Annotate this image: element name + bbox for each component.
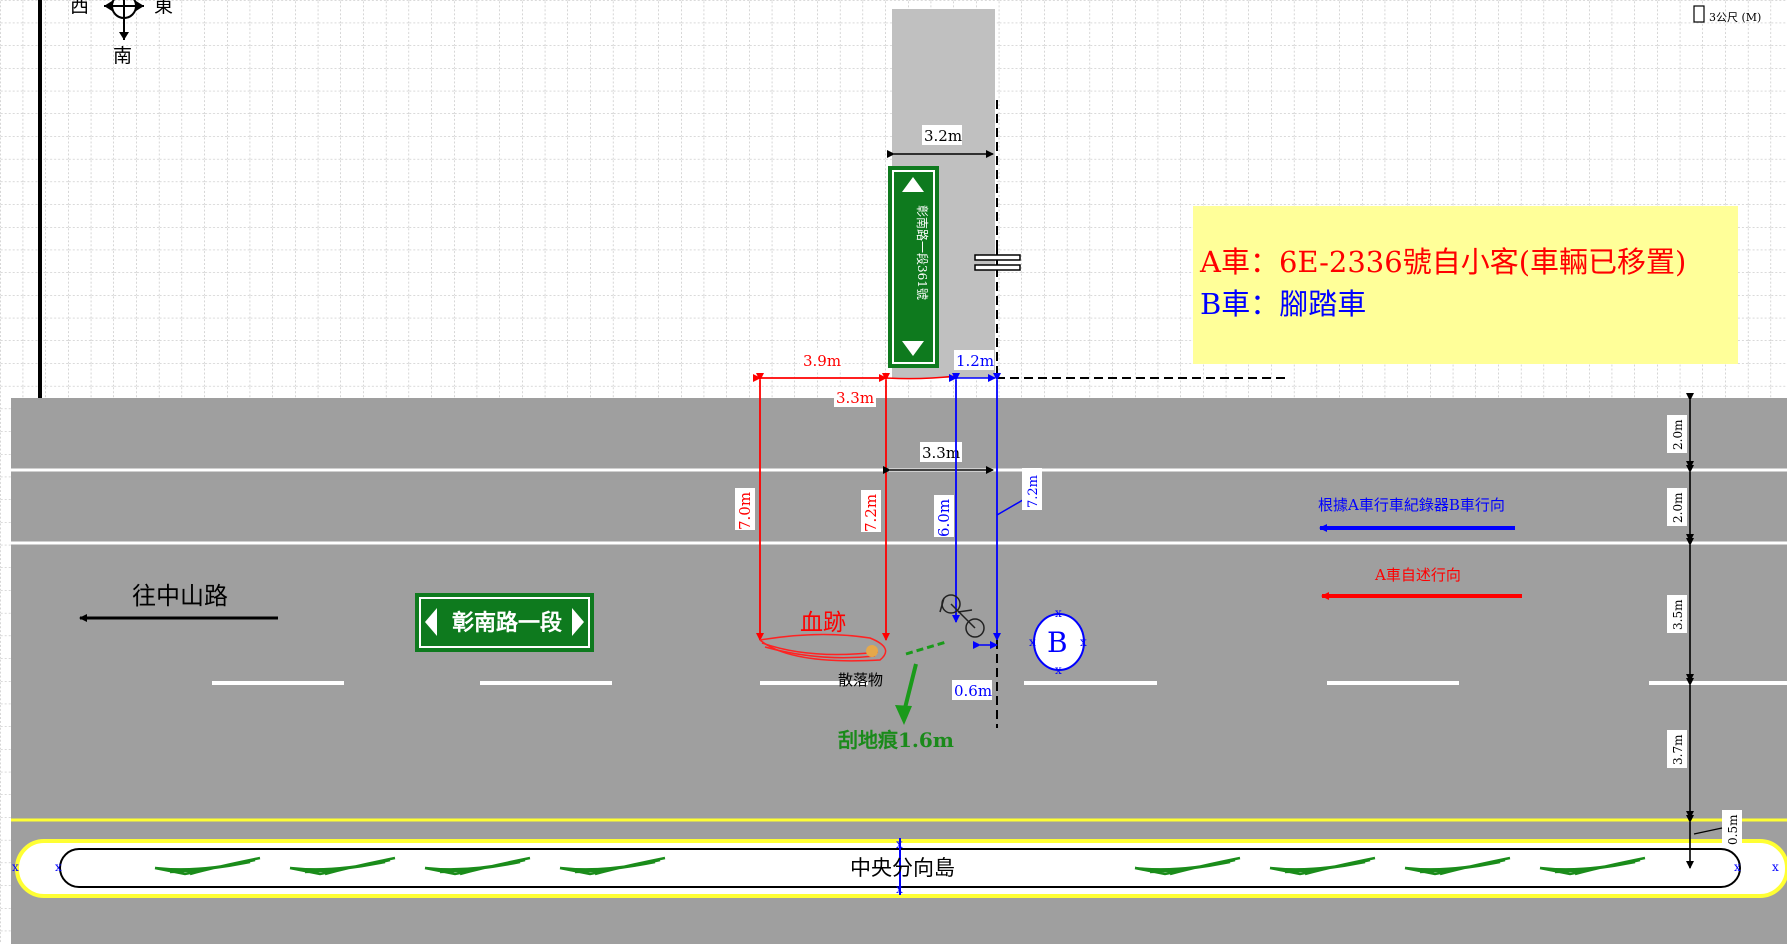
legend-box (1193, 206, 1738, 364)
legend-car-a: A車：6E-2336號自小客(車輛已移置) (1199, 245, 1686, 279)
dim-7-2-red-label: 7.2m (862, 494, 880, 532)
road-name-sign: 彰南路一段 (415, 593, 594, 652)
legend-car-b: B車：腳踏車 (1200, 287, 1366, 321)
scrape-label: 刮地痕1.6m (838, 728, 954, 752)
lane-width-5: 0.5m (1726, 814, 1740, 845)
house-number-sign: 彰南路一段361號 (888, 166, 939, 368)
svg-text:x: x (1055, 606, 1062, 620)
lane-width-2: 2.0m (1671, 492, 1685, 523)
svg-text:x: x (1772, 860, 1779, 874)
bicycle-icon (939, 594, 985, 638)
compass-rose: 西 東 南 (70, 0, 173, 67)
scale-note: 3公尺 (M) (1709, 11, 1761, 24)
dim-3-3-red-label: 3.3m (836, 389, 874, 407)
compass-south-label: 南 (113, 45, 132, 67)
dim-0-6-label: 0.6m (954, 682, 992, 700)
dim-6-0-label: 6.0m (935, 499, 953, 537)
svg-text:x: x (1055, 663, 1062, 677)
dim-7-0-label: 7.0m (736, 492, 754, 530)
dim-3-3-black-label: 3.3m (922, 444, 960, 462)
svg-text:x: x (12, 860, 19, 874)
svg-text:x: x (896, 837, 903, 851)
to-zhongshan-label: 往中山路 (132, 582, 228, 610)
scrape-dash (905, 640, 947, 656)
lane-width-1: 2.0m (1671, 419, 1685, 450)
road-sign-left-arrow-icon (425, 608, 437, 636)
b-marker-label: B (1047, 626, 1068, 659)
dim-7-2-blue-label: 7.2m (1026, 475, 1041, 508)
blood-stain (759, 633, 887, 662)
median-end-markers: x x x x x x (12, 837, 1779, 896)
lane-width-3: 3.5m (1671, 599, 1685, 630)
svg-text:x: x (1080, 635, 1087, 649)
sign-down-arrow-icon (902, 341, 924, 356)
house-number-text: 彰南路一段361號 (915, 205, 930, 300)
bicycle-b-marker: B x x x x (1029, 606, 1087, 677)
direction-a-label: A車自述行向 (1374, 566, 1461, 584)
dim-3-2-label: 3.2m (924, 127, 962, 145)
road-sign-label: 彰南路一段 (452, 610, 562, 636)
svg-text:x: x (55, 860, 62, 874)
debris-label: 散落物 (838, 671, 883, 689)
svg-text:x: x (896, 882, 903, 896)
median-label: 中央分向島 (850, 856, 955, 880)
scrape-arrow (902, 663, 918, 713)
svg-text:x: x (1734, 860, 1741, 874)
lane-width-4: 3.7m (1671, 734, 1685, 765)
direction-b-label: 根據A車行車紀錄器B車行向 (1318, 496, 1505, 514)
median-shrubs (154, 856, 1646, 876)
compass-east-label: 東 (154, 0, 173, 17)
blood-label: 血跡 (800, 610, 846, 636)
debris-dot (866, 645, 878, 657)
compass-west-label: 西 (70, 0, 89, 17)
scale-icon (1693, 5, 1705, 23)
sign-up-arrow-icon (902, 177, 924, 192)
svg-text:x: x (1029, 635, 1036, 649)
dim-3-9-label: 3.9m (803, 352, 841, 370)
utility-pole-icon (974, 248, 1021, 276)
road-sign-right-arrow-icon (572, 608, 584, 636)
dim-1-2-label: 1.2m (956, 352, 994, 370)
